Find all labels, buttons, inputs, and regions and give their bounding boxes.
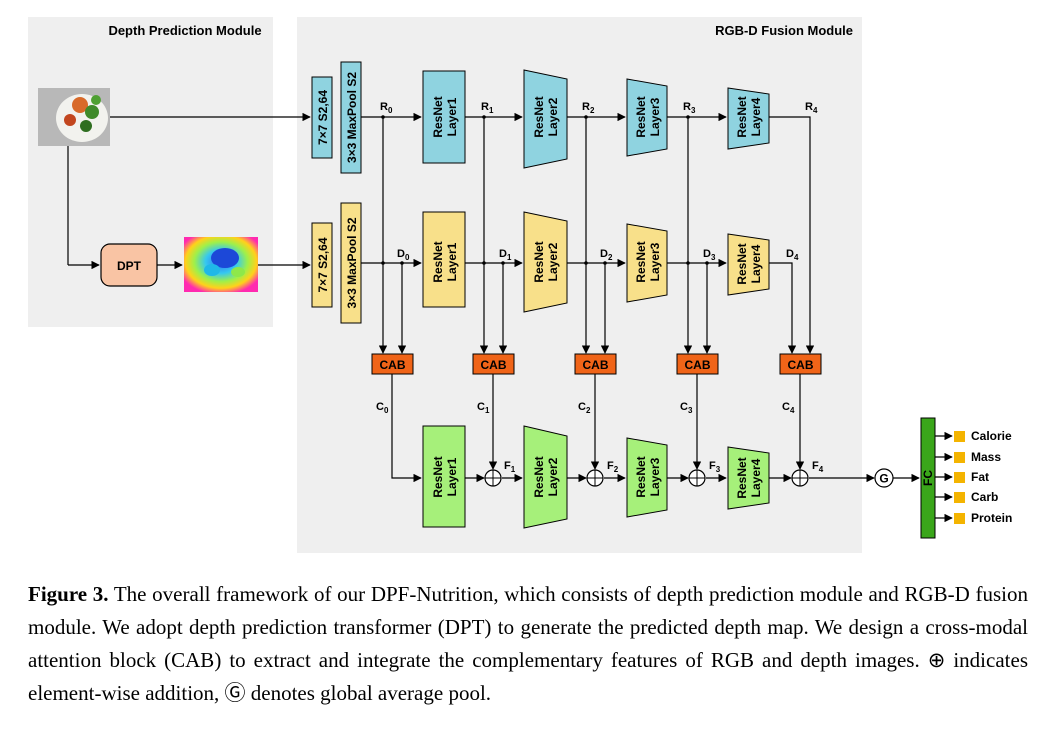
- rgb-layer4-label: ResNetLayer4: [735, 96, 763, 137]
- rgb-layer3-label: ResNetLayer3: [634, 96, 662, 137]
- rgb-layer4-block: [727, 87, 770, 150]
- rgb-layer2-block: [523, 69, 568, 169]
- rgb-conv-label: 7×7 S2,64: [316, 90, 330, 145]
- fusion-layer3-label: ResNetLayer3: [634, 456, 662, 497]
- label-f4: F4: [812, 460, 824, 474]
- rgb-layer1-block: [422, 70, 466, 164]
- rgb-conv-block: [311, 76, 333, 159]
- cab-label-2: CAB: [583, 358, 609, 372]
- output-square-calorie: [954, 431, 965, 442]
- depth-layer4-block: [727, 233, 770, 296]
- output-fat: Fat: [971, 470, 989, 484]
- fusion-layer4-label: ResNetLayer4: [735, 457, 763, 498]
- depth-conv-label: 7×7 S2,64: [316, 237, 330, 292]
- depth-conv-block: [311, 222, 333, 308]
- rgb-layer2-label: ResNetLayer2: [532, 96, 560, 137]
- add-icon-1: [484, 469, 502, 487]
- label-c1: C1: [477, 401, 490, 415]
- label-d3: D3: [703, 248, 716, 262]
- food-image: [38, 88, 110, 146]
- fc-block: [920, 417, 936, 539]
- add-icon-4: [791, 469, 809, 487]
- output-square-carb: [954, 492, 965, 503]
- add-icon-2: [586, 469, 604, 487]
- framework-diagram: Depth Prediction Module RGB-D Fusion Mod…: [28, 17, 1012, 553]
- fusion-layer2-block: [523, 425, 568, 529]
- caption-part1: The overall framework of our DPF-Nutriti…: [28, 582, 1028, 672]
- output-mass: Mass: [971, 450, 1001, 464]
- cab-label-4: CAB: [788, 358, 814, 372]
- add-icon-3: [688, 469, 706, 487]
- depth-layer3-label: ResNetLayer3: [634, 241, 662, 282]
- output-square-mass: [954, 452, 965, 463]
- label-r1: R1: [481, 101, 494, 115]
- rgb-pool-label: 3×3 MaxPool S2: [345, 72, 359, 163]
- fusion-layer1-block: [422, 425, 466, 528]
- fusion-module-panel: [297, 17, 862, 553]
- caption-label: Figure 3.: [28, 582, 109, 606]
- svg-text:G: G: [879, 472, 888, 486]
- depth-map-image: [184, 237, 258, 292]
- depth-pool-label: 3×3 MaxPool S2: [345, 217, 359, 308]
- dpt-label: DPT: [117, 259, 142, 273]
- gap-symbol-icon: Ⓖ: [224, 681, 246, 705]
- rgb-layer3-block: [626, 78, 668, 157]
- label-d0: D0: [397, 248, 410, 262]
- label-c0: C0: [376, 401, 389, 415]
- rgb-layer1-label: ResNetLayer1: [431, 96, 459, 137]
- label-f3: F3: [709, 460, 721, 474]
- output-protein: Protein: [971, 511, 1012, 525]
- depth-layer2-block: [523, 211, 568, 313]
- depth-layer1-block: [422, 211, 466, 308]
- output-calorie: Calorie: [971, 429, 1012, 443]
- depth-layer1-label: ResNetLayer1: [431, 241, 459, 282]
- fusion-layer2-label: ResNetLayer2: [532, 456, 560, 497]
- fc-label: FC: [921, 470, 935, 486]
- fusion-layer1-label: ResNetLayer1: [431, 456, 459, 497]
- figure-caption: Figure 3. The overall framework of our D…: [28, 578, 1028, 710]
- caption-part2: indicates element-wise addition,: [28, 648, 1028, 705]
- fusion-module-title: RGB-D Fusion Module: [715, 23, 853, 38]
- label-r0: R0: [380, 101, 393, 115]
- depth-layer4-label: ResNetLayer4: [735, 243, 763, 284]
- fusion-layer4-block: [727, 446, 770, 510]
- label-f2: F2: [607, 460, 619, 474]
- label-d4: D4: [786, 248, 799, 262]
- label-d1: D1: [499, 248, 512, 262]
- depth-layer2-label: ResNetLayer2: [532, 241, 560, 282]
- depth-module-title: Depth Prediction Module: [108, 23, 261, 38]
- output-carb: Carb: [971, 490, 998, 504]
- label-d2: D2: [600, 248, 613, 262]
- depth-layer3-block: [626, 223, 668, 303]
- output-square-protein: [954, 513, 965, 524]
- label-c3: C3: [680, 401, 693, 415]
- label-c4: C4: [782, 401, 795, 415]
- label-r2: R2: [582, 101, 595, 115]
- caption-part3: denotes global average pool.: [245, 681, 492, 705]
- global-average-pool-icon: G: [874, 468, 894, 488]
- cab-label-0: CAB: [380, 358, 406, 372]
- label-f1: F1: [504, 460, 516, 474]
- label-r3: R3: [683, 101, 696, 115]
- add-symbol-icon: ⊕: [927, 648, 946, 672]
- cab-label-1: CAB: [481, 358, 507, 372]
- label-r4: R4: [805, 101, 818, 115]
- label-c2: C2: [578, 401, 591, 415]
- cab-label-3: CAB: [685, 358, 711, 372]
- fusion-layer3-block: [626, 437, 668, 518]
- output-square-fat: [954, 472, 965, 483]
